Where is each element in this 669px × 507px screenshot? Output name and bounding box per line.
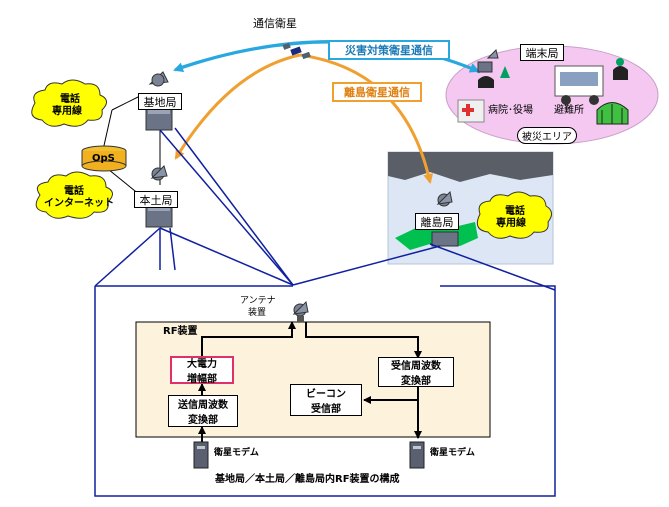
satellite-icon — [282, 42, 311, 60]
shelter-label: 避難所 — [554, 105, 584, 116]
beacon-line2: 受信部 — [311, 404, 341, 415]
modem-left-label: 衛星モデム — [214, 448, 259, 458]
cloud-phone-dedicated-2 — [476, 191, 552, 239]
remote-link-label: 離島衛星通信 — [332, 82, 422, 102]
antenna-label-2: 装置 — [248, 308, 267, 318]
terminal-station-label: 端末局 — [520, 44, 564, 61]
disaster-area-label: 被災エリア — [517, 127, 577, 144]
base-station-server — [145, 71, 173, 131]
mainland-server — [145, 165, 173, 228]
tx-line1: 送信周波数 — [178, 400, 228, 411]
satellite-label: 通信衛星 — [253, 17, 297, 30]
modem-left-icon — [193, 441, 209, 469]
cloud2-line1: 電話 — [64, 186, 84, 197]
base-station-label: 基地局 — [138, 93, 182, 110]
hospital-icon — [457, 99, 485, 123]
hpa-line2: 増幅部 — [187, 374, 217, 385]
shelter-icon — [596, 102, 629, 125]
island-station-label: 離島局 — [415, 213, 459, 230]
island-terrain — [388, 152, 553, 182]
hpa-box: 大電力 増幅部 — [170, 356, 234, 385]
rx-line1: 受信周波数 — [391, 361, 441, 372]
cloud3-line1: 電話 — [505, 206, 525, 217]
arrow-antenna-to-rx — [305, 322, 422, 359]
disaster-link-label: 災害対策衛星通信 — [328, 40, 450, 60]
mainland-station-label: 本土局 — [134, 191, 178, 208]
tx-converter-box: 送信周波数 変換部 — [168, 395, 238, 427]
rf-caption: 基地局／本土局／離島局内RF装置の構成 — [215, 474, 400, 485]
beacon-box: ビーコン 受信部 — [290, 384, 362, 416]
antenna-label-1: アンテナ — [240, 296, 276, 306]
antenna-icon — [292, 300, 309, 322]
truck-icon — [554, 65, 604, 105]
modem-right-icon — [409, 441, 425, 469]
island-station-server — [431, 190, 459, 247]
cloud3-line2: 専用線 — [496, 218, 526, 229]
terminal-equipment-icons — [477, 49, 628, 88]
ops-database — [81, 145, 127, 172]
cloud1-line1: 電話 — [60, 94, 80, 105]
cloud-phone-internet — [35, 171, 113, 219]
remote-link-arc — [174, 53, 301, 160]
cloud1-line2: 専用線 — [52, 106, 82, 117]
cloud-phone-dedicated-1 — [31, 79, 107, 127]
arrow-hpa-to-antenna — [201, 321, 296, 356]
rf-title: RF装置 — [163, 326, 198, 337]
tx-line2: 変換部 — [188, 415, 218, 426]
cloud2-line2: インターネット — [44, 198, 114, 209]
beacon-line1: ビーコン — [306, 389, 346, 400]
rx-line2: 変換部 — [401, 376, 431, 387]
rx-converter-box: 受信周波数 変換部 — [378, 357, 454, 387]
hospital-label: 病院･役場 — [488, 105, 533, 116]
frame-lines — [94, 127, 556, 497]
modem-right-label: 衛星モデム — [430, 448, 475, 458]
hpa-line1: 大電力 — [187, 359, 217, 370]
ops-label: OpS — [92, 153, 115, 164]
